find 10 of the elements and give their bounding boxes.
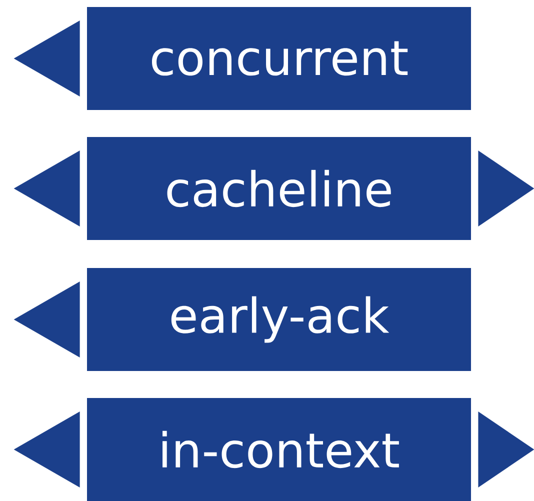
arrowhead [14,412,80,488]
label-box: in-context [87,398,471,501]
label-box: concurrent [87,7,471,110]
label-box: cacheline [87,137,471,240]
arrowhead [478,412,534,488]
arrowhead [478,150,534,226]
arrowhead [14,150,80,226]
arrowhead [14,20,80,96]
arrowhead [14,282,80,358]
label-box: early-ack [87,268,471,371]
